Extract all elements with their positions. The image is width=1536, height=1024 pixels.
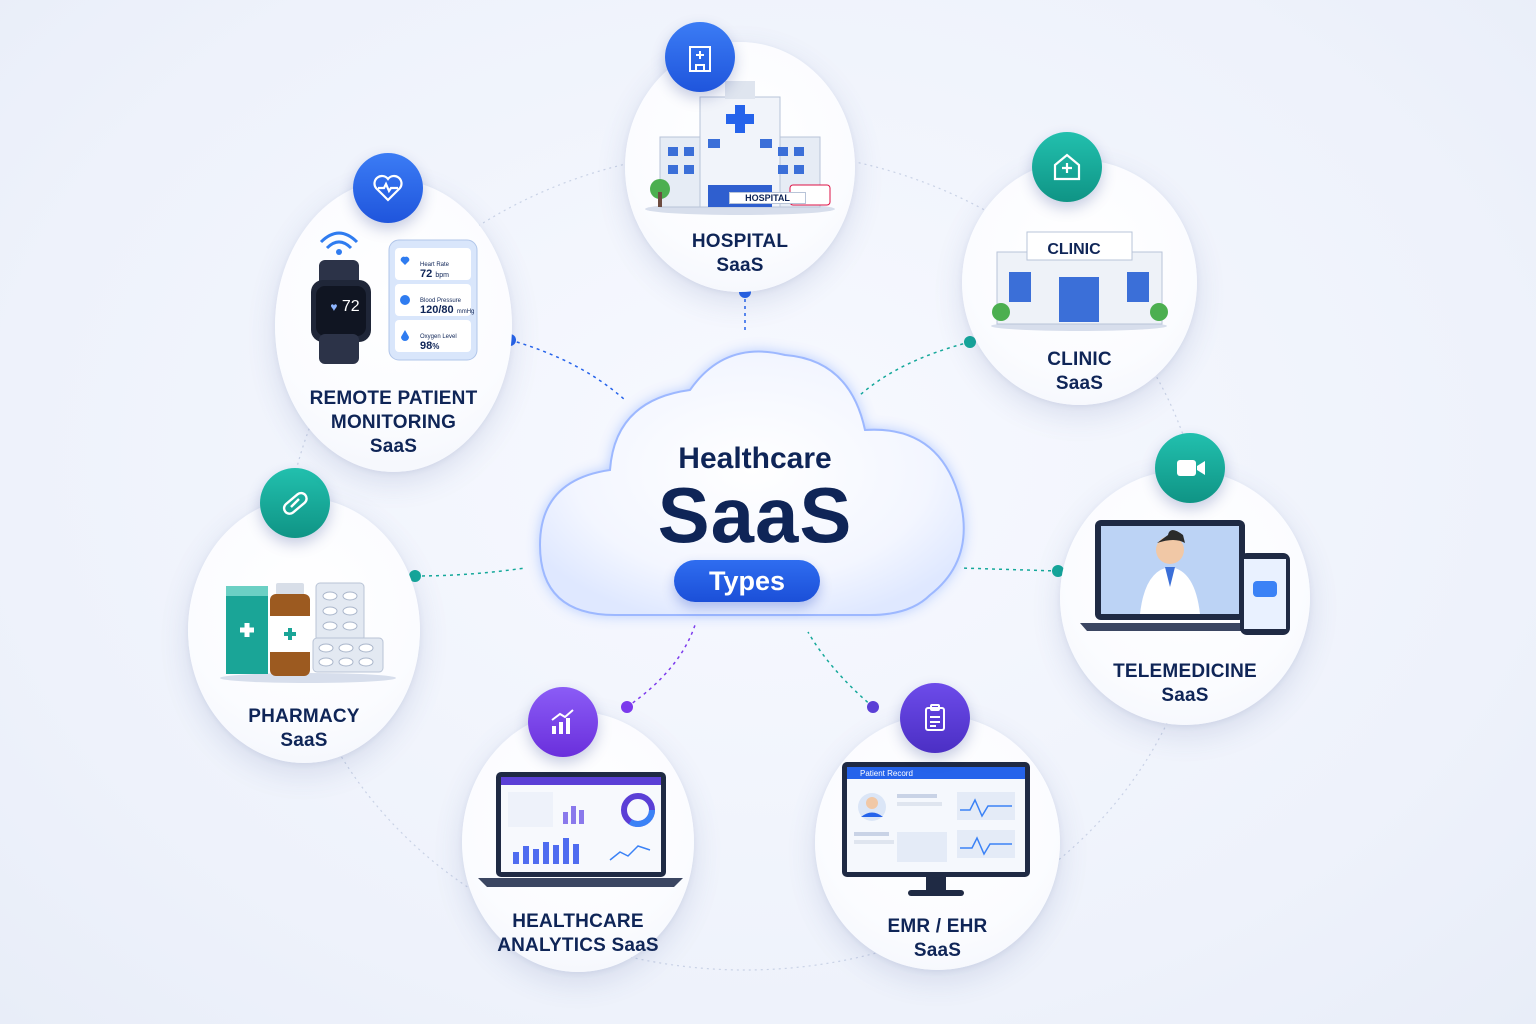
rpm-reading-2-value: 120/80 bbox=[420, 304, 454, 316]
chart-trend-icon bbox=[551, 709, 574, 734]
analytics-illustration bbox=[478, 772, 683, 887]
rpm-label-line2: MONITORING bbox=[330, 412, 457, 433]
center-title: Healthcare bbox=[678, 442, 832, 475]
watch-heart-icon: ♥ bbox=[330, 300, 338, 314]
rpm-reading-3: Oxygen Level 98% bbox=[420, 334, 490, 352]
watch-heart-rate: 72 bbox=[341, 298, 360, 315]
dot-pharmacy bbox=[409, 570, 421, 582]
clinic-label-line1: CLINIC bbox=[1047, 349, 1112, 370]
rpm-label-line1: REMOTE PATIENT bbox=[309, 388, 478, 409]
clinic-badge bbox=[1032, 132, 1102, 202]
pharmacy-label-line1: PHARMACY bbox=[248, 706, 360, 727]
rpm-reading-2-unit: mmHg bbox=[456, 309, 475, 315]
hospital-label-line1: HOSPITAL bbox=[691, 231, 789, 252]
emr-badge bbox=[900, 683, 970, 753]
pharmacy-illustration bbox=[220, 582, 396, 683]
telemedicine-badge bbox=[1155, 433, 1225, 503]
clinic-sign: CLINIC bbox=[1047, 241, 1101, 258]
hospital-sign: HOSPITAL bbox=[729, 192, 806, 204]
pharmacy-badge bbox=[260, 468, 330, 538]
clinic-label-line2: SaaS bbox=[1055, 373, 1104, 394]
clipboard-icon bbox=[925, 704, 945, 731]
rpm-badge bbox=[353, 153, 423, 223]
node-analytics[interactable]: HEALTHCARE ANALYTICS SaaS bbox=[462, 712, 694, 972]
pharmacy-label: PHARMACY SaaS bbox=[188, 705, 420, 753]
node-clinic[interactable]: CLINIC CLINIC SaaS bbox=[962, 160, 1197, 405]
clinic-illustration bbox=[991, 231, 1168, 331]
rpm-label-line3: SaaS bbox=[369, 436, 418, 457]
center-main-title: SaaS bbox=[657, 471, 853, 559]
rpm-label: REMOTE PATIENT MONITORING SaaS bbox=[275, 387, 512, 459]
rpm-reading-2-label: Blood Pressure bbox=[420, 298, 462, 304]
pill-capsule-icon bbox=[282, 491, 308, 515]
analytics-label: HEALTHCARE ANALYTICS SaaS bbox=[462, 910, 694, 958]
dot-emr bbox=[867, 701, 879, 713]
rpm-reading-3-value: 98 bbox=[420, 340, 433, 352]
rpm-reading-3-unit: % bbox=[432, 342, 440, 351]
telemedicine-label-line2: SaaS bbox=[1161, 685, 1209, 706]
node-pharmacy[interactable]: PHARMACY SaaS bbox=[188, 498, 420, 763]
rpm-reading-1-unit: bpm bbox=[435, 272, 449, 279]
node-rpm[interactable]: ♥ 72 Heart Rate 72 bpm Blood Pressure 12… bbox=[275, 180, 512, 472]
video-camera-icon bbox=[1177, 460, 1205, 476]
heart-pulse-icon bbox=[373, 174, 403, 202]
hospital-label-line2: SaaS bbox=[716, 255, 764, 276]
emr-label-line1: EMR / EHR bbox=[887, 916, 988, 937]
spoke-analytics bbox=[626, 624, 696, 708]
emr-label: EMR / EHR SaaS bbox=[815, 915, 1060, 963]
analytics-label-line2: ANALYTICS SaaS bbox=[497, 935, 659, 956]
telemedicine-label: TELEMEDICINE SaaS bbox=[1060, 660, 1310, 708]
spoke-telemedicine bbox=[959, 567, 1059, 572]
telemedicine-label-line1: TELEMEDICINE bbox=[1113, 661, 1257, 682]
dot-analytics bbox=[621, 701, 633, 713]
pharmacy-label-line2: SaaS bbox=[280, 730, 328, 751]
hospital-building-icon bbox=[689, 46, 711, 72]
node-hospital[interactable]: HOSPITAL HOSPITAL SaaS bbox=[625, 42, 855, 292]
dot-clinic bbox=[964, 336, 976, 348]
telemedicine-illustration bbox=[1080, 520, 1290, 635]
rpm-watch-value: ♥ 72 bbox=[323, 298, 367, 316]
rpm-reading-1-label: Heart Rate bbox=[420, 262, 450, 268]
center-cloud: Healthcare SaaS Types bbox=[520, 330, 990, 640]
rpm-reading-2: Blood Pressure 120/80 mmHg bbox=[420, 298, 490, 316]
rpm-reading-1: Heart Rate 72 bpm bbox=[420, 262, 490, 280]
rpm-reading-1-value: 72 bbox=[420, 268, 433, 280]
spoke-pharmacy bbox=[414, 567, 526, 577]
emr-screen-title: Patient Record bbox=[860, 769, 913, 778]
hospital-badge bbox=[665, 22, 735, 92]
cloud-shape bbox=[538, 350, 965, 616]
node-telemedicine[interactable]: TELEMEDICINE SaaS bbox=[1060, 470, 1310, 725]
clinic-label: CLINIC SaaS bbox=[962, 348, 1197, 396]
spoke-rpm bbox=[509, 339, 626, 401]
center-pill: Types bbox=[674, 560, 820, 602]
hospital-label: HOSPITAL SaaS bbox=[625, 230, 855, 278]
analytics-badge bbox=[528, 687, 598, 757]
spoke-emr bbox=[807, 631, 874, 708]
emr-illustration bbox=[842, 762, 1030, 896]
spoke-clinic bbox=[859, 341, 971, 396]
rpm-illustration bbox=[311, 231, 478, 364]
analytics-label-line1: HEALTHCARE bbox=[512, 911, 644, 932]
emr-label-line2: SaaS bbox=[913, 940, 962, 961]
clinic-house-icon bbox=[1053, 153, 1081, 181]
rpm-reading-3-label: Oxygen Level bbox=[420, 334, 457, 340]
node-emr[interactable]: Patient Record EMR / EHR SaaS bbox=[815, 715, 1060, 970]
